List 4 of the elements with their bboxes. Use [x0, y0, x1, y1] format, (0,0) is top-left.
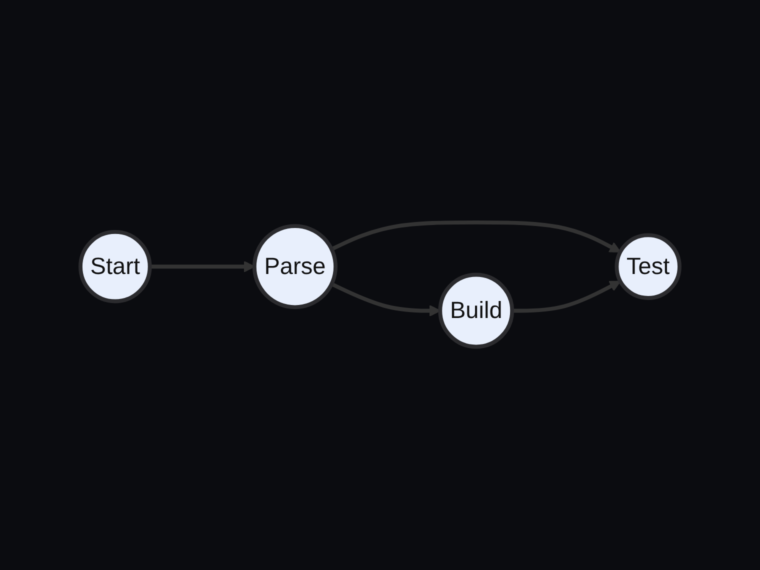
process-circle: Build	[438, 273, 514, 350]
process-circle: Test	[614, 234, 682, 300]
process-circle: Parse	[252, 224, 338, 310]
process-circle: Start	[78, 230, 152, 304]
